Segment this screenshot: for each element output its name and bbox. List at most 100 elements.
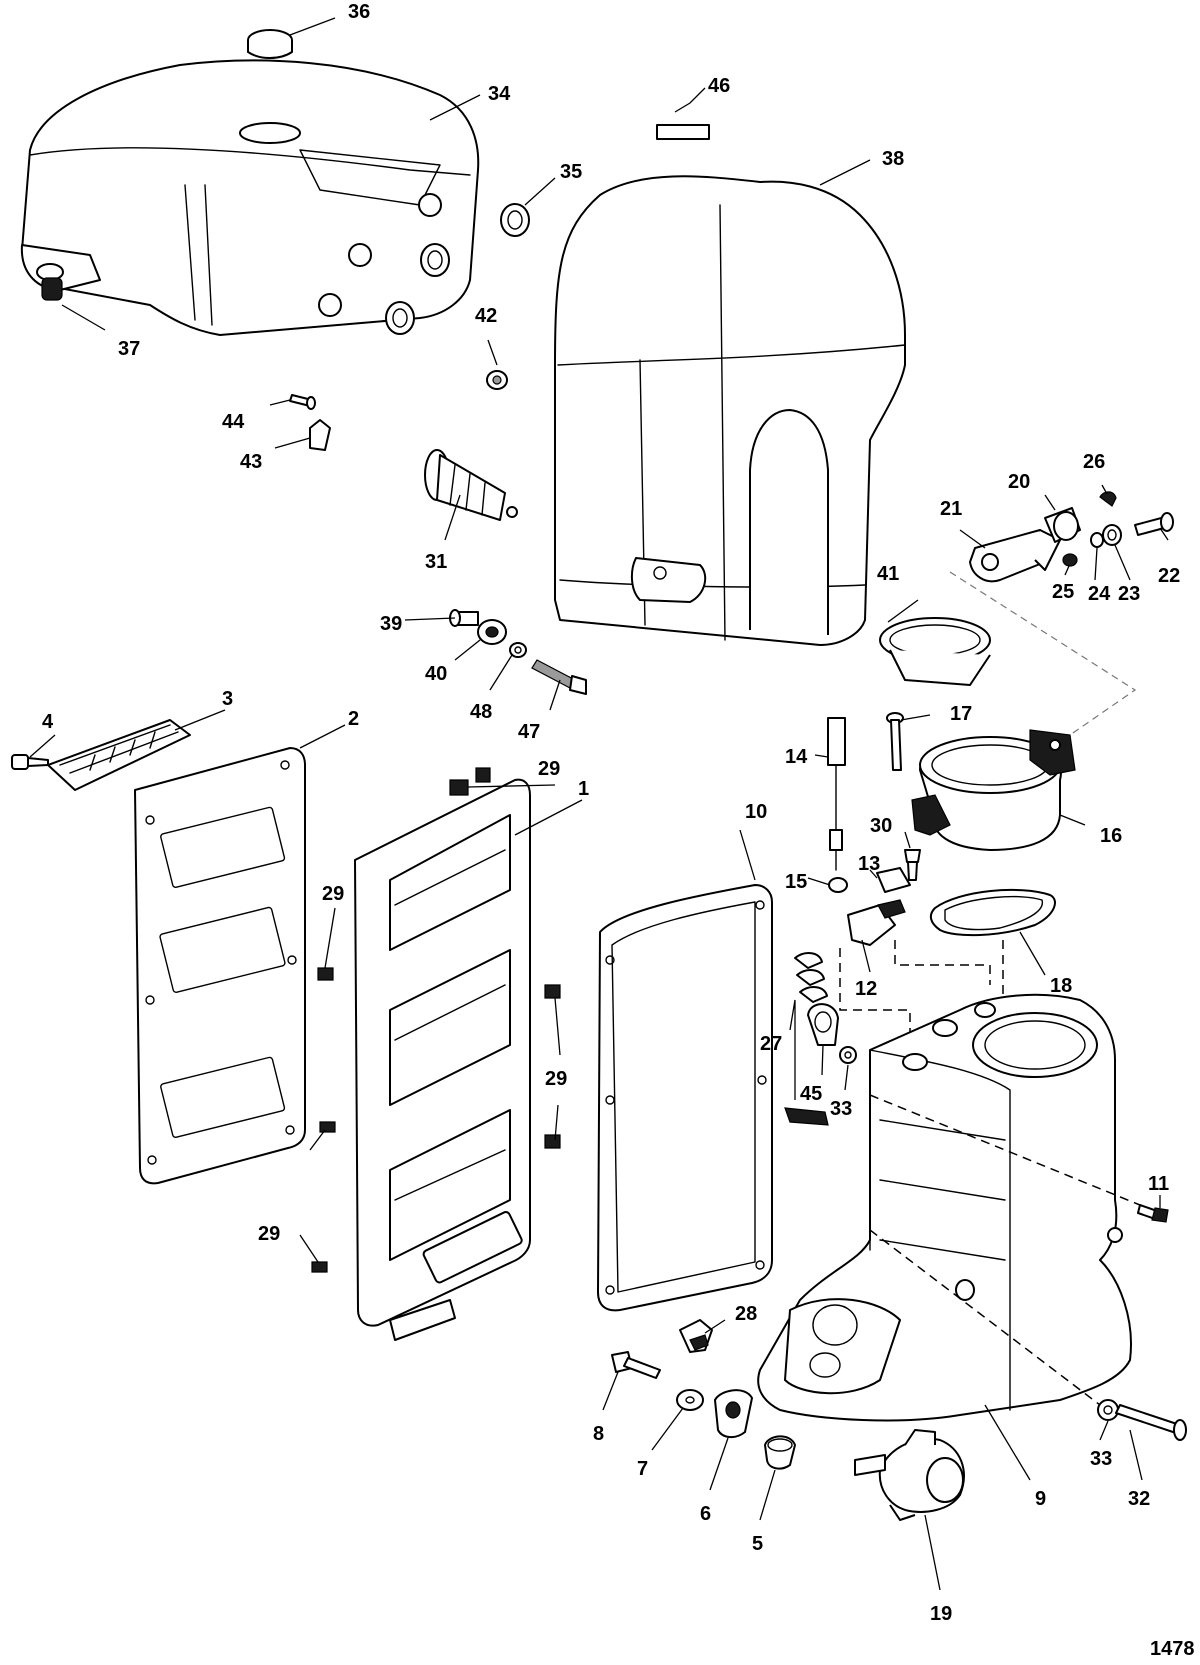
clip-43-part (309, 419, 331, 451)
callout-19: 19 (930, 1603, 952, 1625)
leader-lines (29, 17, 1169, 1591)
sensor-12-part (847, 899, 906, 946)
washer-48-part (509, 642, 527, 658)
callout-4: 4 (42, 711, 54, 733)
gasket-2-part (134, 747, 306, 1185)
e-clip-26-part (1099, 491, 1117, 507)
callout-15: 15 (785, 871, 807, 893)
callout-21: 21 (940, 498, 962, 520)
sensor-alignment-lines (839, 940, 1004, 1035)
callout-33b: 33 (1090, 1448, 1112, 1470)
callout-9: 9 (1035, 1488, 1046, 1510)
callout-37: 37 (118, 338, 140, 360)
washer-33-part (839, 1046, 1119, 1421)
bolt-11-part (1137, 1204, 1169, 1223)
callout-39: 39 (380, 613, 402, 635)
bolt-47-part (531, 659, 587, 695)
adapter-plate-1-part (354, 767, 531, 1341)
callout-38: 38 (882, 148, 904, 170)
fitting-29-part (311, 779, 561, 1273)
callout-36: 36 (348, 1, 370, 23)
callout-5: 5 (752, 1533, 763, 1555)
roller-20-part (1044, 507, 1081, 543)
o-ring-15-part (828, 877, 848, 893)
washer-7-part (676, 1389, 704, 1411)
callout-labels: 36 34 35 37 42 44 4 3 31 46 38 39 40 48 4… (42, 1, 1195, 1660)
clamp-45-part (807, 1003, 839, 1046)
bolt-32-part (1115, 1404, 1187, 1441)
callout-16: 16 (1100, 825, 1122, 847)
callout-32: 32 (1128, 1488, 1150, 1510)
clip-27-part (784, 952, 829, 1126)
grommet-small-part (41, 277, 63, 301)
callout-3: 3 (222, 688, 233, 710)
callout-20: 20 (1008, 471, 1030, 493)
callout-7: 7 (637, 1458, 648, 1480)
callout-31: 31 (425, 551, 447, 573)
callout-29c: 29 (258, 1223, 280, 1245)
callout-24: 24 (1088, 583, 1111, 605)
callout-30: 30 (870, 815, 892, 837)
callout-2: 2 (348, 708, 359, 730)
callout-42: 42 (475, 305, 497, 327)
callout-47: 47 (518, 721, 540, 743)
pin-22-part (1134, 512, 1174, 536)
reed-block-3-part (47, 719, 191, 791)
callout-18: 18 (1050, 975, 1072, 997)
grommet-part (385, 203, 530, 335)
linkage-alignment-line (949, 571, 1137, 736)
callout-13: 13 (858, 853, 880, 875)
callout-1: 1 (578, 778, 589, 800)
callout-8: 8 (593, 1423, 604, 1445)
callout-40: 40 (425, 663, 447, 685)
spacer-23-part (1102, 524, 1122, 546)
callout-45: 45 (800, 1083, 822, 1105)
washer-24-part (1090, 532, 1104, 548)
callout-28: 28 (735, 1303, 757, 1325)
callout-14: 14 (785, 746, 808, 768)
callout-29a: 29 (538, 758, 560, 780)
callout-35: 35 (560, 161, 582, 183)
callout-46: 46 (708, 75, 730, 97)
diagram-number: 1478 (1150, 1638, 1195, 1660)
pump-19-part (854, 1429, 965, 1521)
callout-23: 23 (1118, 583, 1140, 605)
bolt-8-part (611, 1351, 661, 1379)
bolt-11-alignment-line (869, 1094, 1141, 1206)
bolt-32-alignment-line (869, 1229, 1101, 1406)
clip-28-part (679, 1319, 713, 1353)
label-46-part (656, 124, 710, 140)
callout-29d: 29 (545, 1068, 567, 1090)
bushing-5-part (764, 1435, 796, 1470)
callout-41: 41 (877, 563, 899, 585)
cowl-38-part (554, 175, 906, 646)
bracket-13-part (876, 867, 911, 893)
callout-17: 17 (950, 703, 972, 725)
gasket-10-part (597, 884, 773, 1312)
callout-48: 48 (470, 701, 492, 723)
plug-part (247, 29, 293, 59)
bolt-39-part (449, 609, 479, 627)
grommet-6-part (714, 1389, 753, 1438)
callout-27: 27 (760, 1033, 782, 1055)
screw-17-part (886, 712, 904, 771)
callout-34: 34 (488, 83, 511, 105)
grommet-40-part (477, 619, 507, 645)
seal-41-part (879, 617, 991, 686)
intake-manifold-9-part (757, 993, 1132, 1422)
callout-10: 10 (745, 801, 767, 823)
screw-30-part (904, 849, 921, 881)
callout-26: 26 (1083, 451, 1105, 473)
callout-44: 44 (222, 411, 245, 433)
screw-4-part (11, 754, 49, 770)
callout-29b: 29 (322, 883, 344, 905)
callout-6: 6 (700, 1503, 711, 1525)
washer-25-part (1062, 553, 1078, 567)
sleeve-31-part (424, 449, 518, 521)
callout-11: 11 (1148, 1173, 1169, 1195)
link-21-part (969, 529, 1061, 583)
grommet-42-part (486, 370, 508, 390)
callout-22: 22 (1158, 565, 1180, 587)
flywheel-cover-part (20, 59, 480, 336)
